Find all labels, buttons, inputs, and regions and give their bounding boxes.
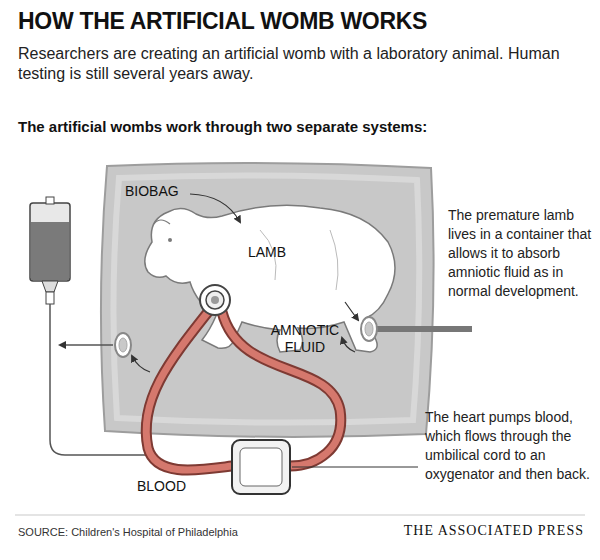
umbilical-connector [200, 285, 230, 315]
label: The artificial wombs work through two se… [18, 118, 427, 135]
part-label: AMNIOTIC FLUID [265, 322, 345, 356]
drain-line [60, 344, 113, 346]
caption: Researchers are creating an artificial w… [18, 44, 583, 84]
fluid-port [361, 317, 472, 341]
label: THE ASSOCIATED PRESS [404, 523, 584, 539]
label: The heart pumps blood, which flows throu… [425, 408, 590, 484]
title: HOW THE ARTIFICIAL WOMB WORKS [18, 8, 427, 35]
rule [15, 515, 585, 516]
fluid-port [115, 333, 131, 357]
leader-line [292, 467, 418, 468]
node-label: BIOBAG [125, 183, 179, 199]
oxygenator [232, 440, 290, 494]
label: The premature lamb lives in a container … [448, 206, 593, 301]
iv-bag [30, 197, 150, 455]
label: SOURCE: Children's Hospital of Philadelp… [18, 526, 238, 538]
part-label: BLOOD [137, 478, 186, 494]
node-label: LAMB [248, 244, 286, 260]
